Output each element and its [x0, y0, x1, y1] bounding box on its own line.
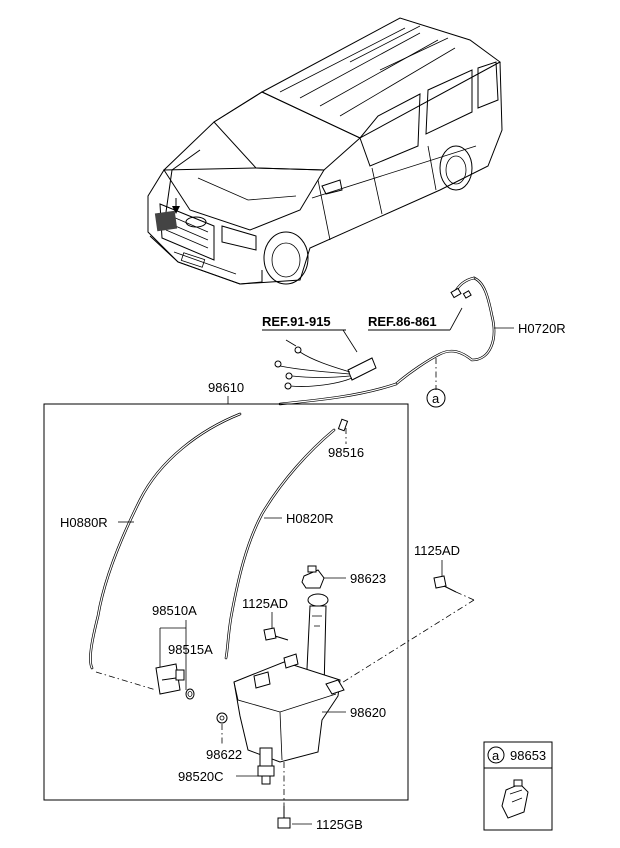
sensor-98520c-label: 98520C	[178, 769, 224, 784]
bolt-1125gb	[277, 806, 291, 829]
wiring-harness-connector	[274, 339, 377, 390]
nut-98622	[216, 712, 228, 724]
sensor-98520c	[257, 747, 275, 785]
reservoir-98620	[233, 593, 345, 769]
vehicle-illustration	[147, 17, 503, 285]
cap-98623-label: 98623	[350, 571, 386, 586]
bolt-right-to-tank-line	[339, 599, 475, 685]
callout-a-circle	[426, 388, 446, 408]
grommet-98515a-label: 98515A	[168, 642, 213, 657]
bolt-1125gb-label: 1125GB	[316, 817, 363, 832]
hose-h0820r-label: H0820R	[286, 511, 334, 526]
bolt-right-mount-line	[455, 591, 475, 601]
assembly-98610-label: 98610	[208, 380, 244, 395]
ref-body-label: REF.91-915	[262, 314, 331, 329]
callout-a-text: a	[432, 391, 440, 406]
nozzle-98516	[337, 418, 349, 432]
detail-circle-text: a	[492, 748, 500, 763]
hose-h0880r-label: H0880R	[60, 515, 108, 530]
hose-h0880r	[89, 412, 242, 670]
pump-98510a-label: 98510A	[152, 603, 197, 618]
washer-assembly-frame	[43, 403, 409, 801]
bolt-1125ad-center	[263, 627, 289, 641]
pump-hose-line	[95, 671, 157, 691]
bolt-1125ad-right	[433, 575, 457, 593]
reservoir-98620-label: 98620	[350, 705, 386, 720]
pump-98510a	[155, 663, 185, 695]
grommet-98515a	[185, 688, 195, 700]
ref-body-leader	[342, 329, 358, 353]
hose-h0720r	[278, 276, 496, 406]
hose-h0820r	[224, 428, 336, 660]
hose-h0720r-label: H0720R	[518, 321, 566, 336]
nozzle-98516-label: 98516	[328, 445, 364, 460]
cap-98623	[301, 565, 325, 589]
bolt-right-label: 1125AD	[414, 543, 460, 558]
bolt-center-label: 1125AD	[242, 596, 288, 611]
nut-98622-label: 98622	[206, 747, 242, 762]
ref-hood-label: REF.86-861	[368, 314, 437, 329]
detail-box-98653	[483, 741, 553, 831]
detail-part-98653-label: 98653	[510, 748, 546, 763]
ref-hood-leader	[449, 307, 463, 331]
